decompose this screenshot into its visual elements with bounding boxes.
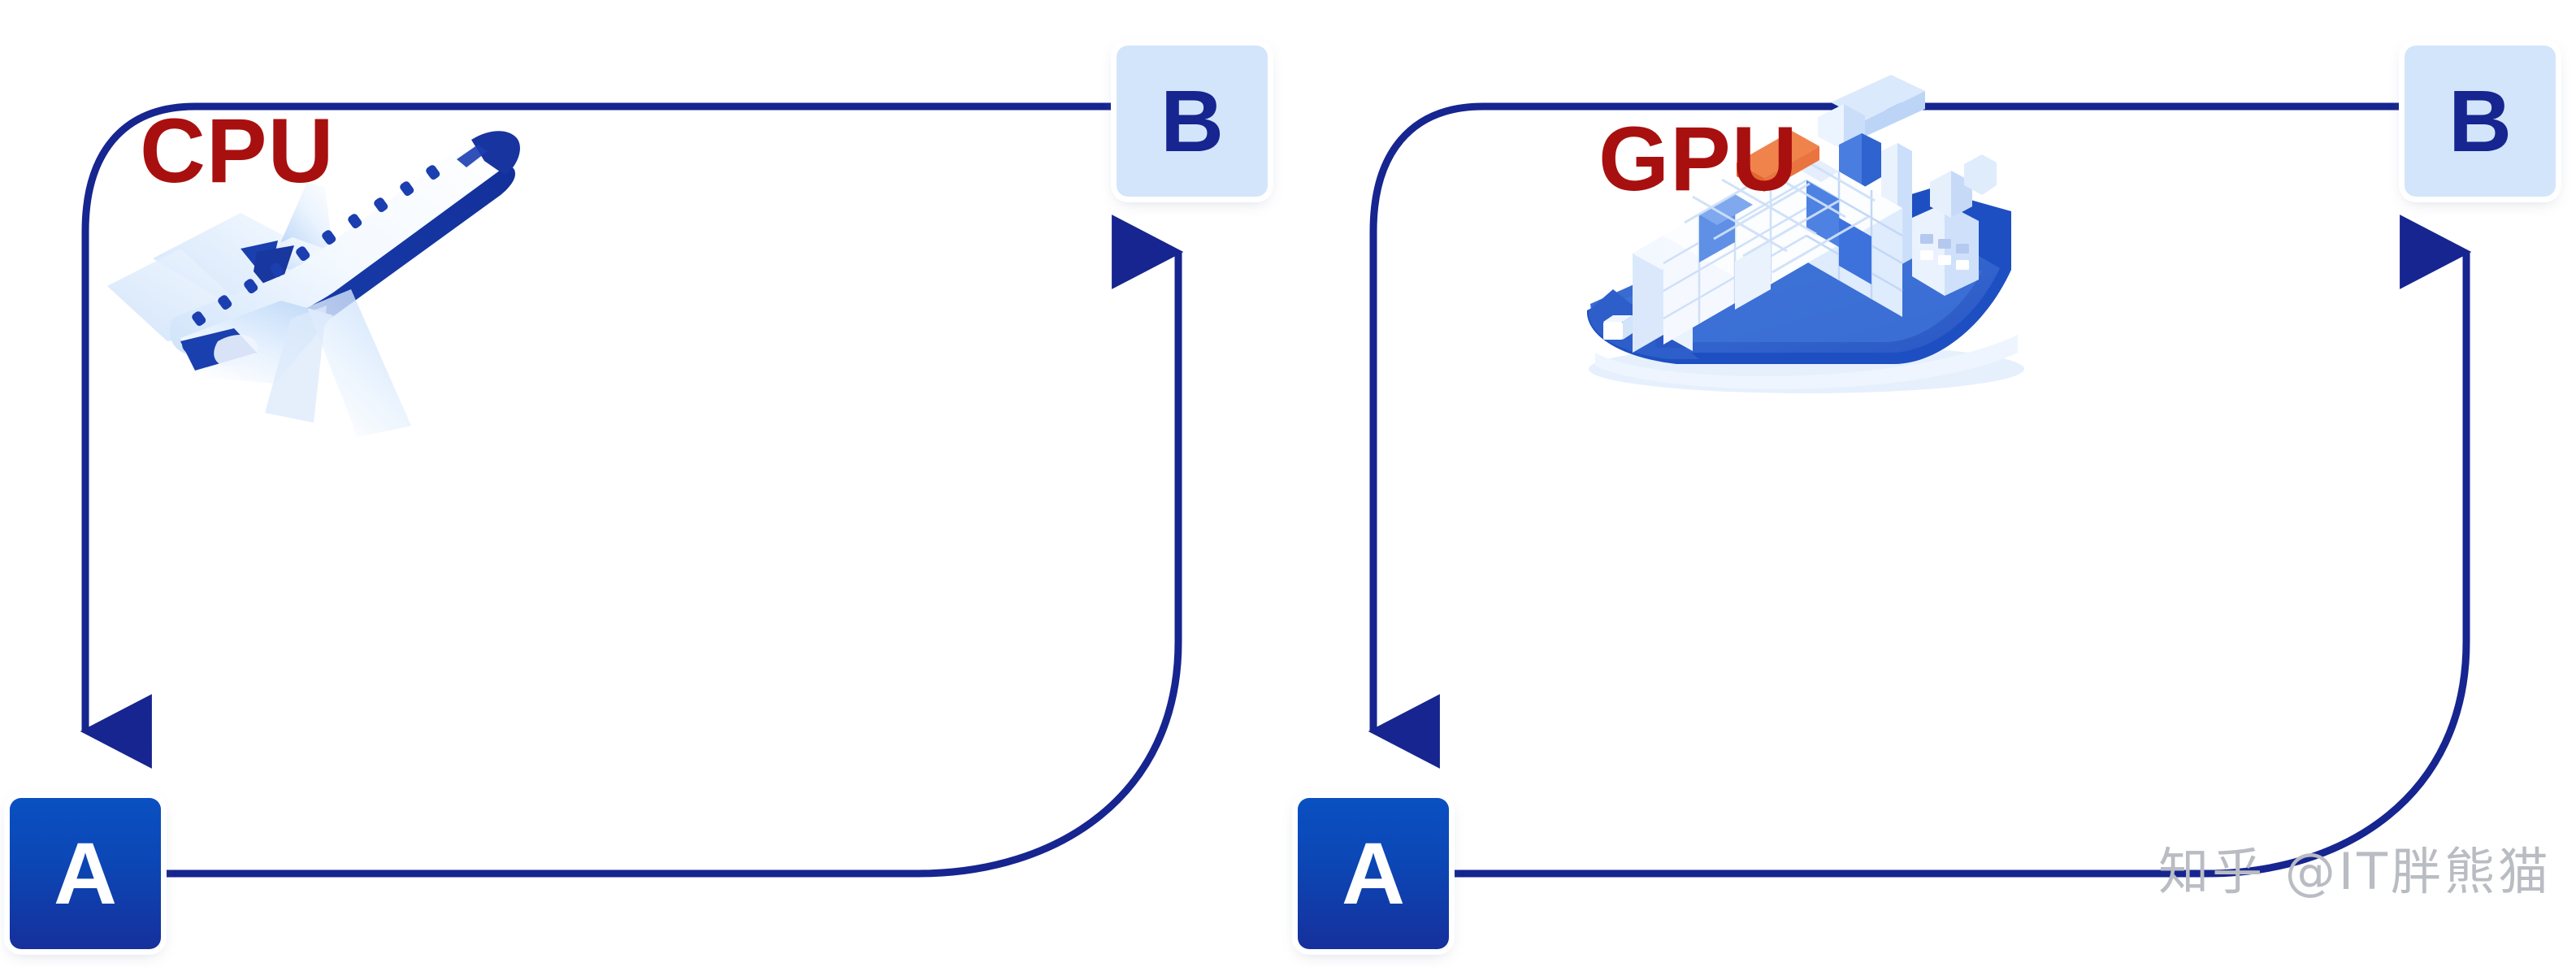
node-a-cpu-label: A xyxy=(54,824,117,922)
container-ship-illustration xyxy=(1586,75,2024,393)
node-b-cpu[interactable]: B xyxy=(1117,46,1268,197)
airplane-illustration xyxy=(107,131,521,437)
watermark: 知乎 @IT胖熊猫 xyxy=(2158,842,2552,901)
node-b-gpu-label: B xyxy=(2448,72,2512,170)
gpu-edge-b-to-a xyxy=(1368,102,2405,769)
node-a-gpu[interactable]: A xyxy=(1298,798,1449,949)
node-b-gpu[interactable]: B xyxy=(2405,46,2556,197)
panel-label-gpu: GPU xyxy=(1598,108,1798,210)
cpu-edge-b-to-a xyxy=(80,102,1117,769)
cpu-edge-a-to-b xyxy=(161,215,1184,878)
node-b-cpu-label: B xyxy=(1160,72,1224,170)
node-a-cpu[interactable]: A xyxy=(10,798,161,949)
panel-label-cpu: CPU xyxy=(140,100,335,202)
cpu-flow-lines xyxy=(80,102,1184,878)
gpu-edge-a-to-b xyxy=(1449,215,2472,878)
node-a-gpu-label: A xyxy=(1342,824,1405,922)
panel-gpu: GPU A B xyxy=(1288,0,2576,980)
panel-cpu: CPU A B xyxy=(10,46,1268,949)
gpu-flow-lines xyxy=(1368,102,2472,878)
